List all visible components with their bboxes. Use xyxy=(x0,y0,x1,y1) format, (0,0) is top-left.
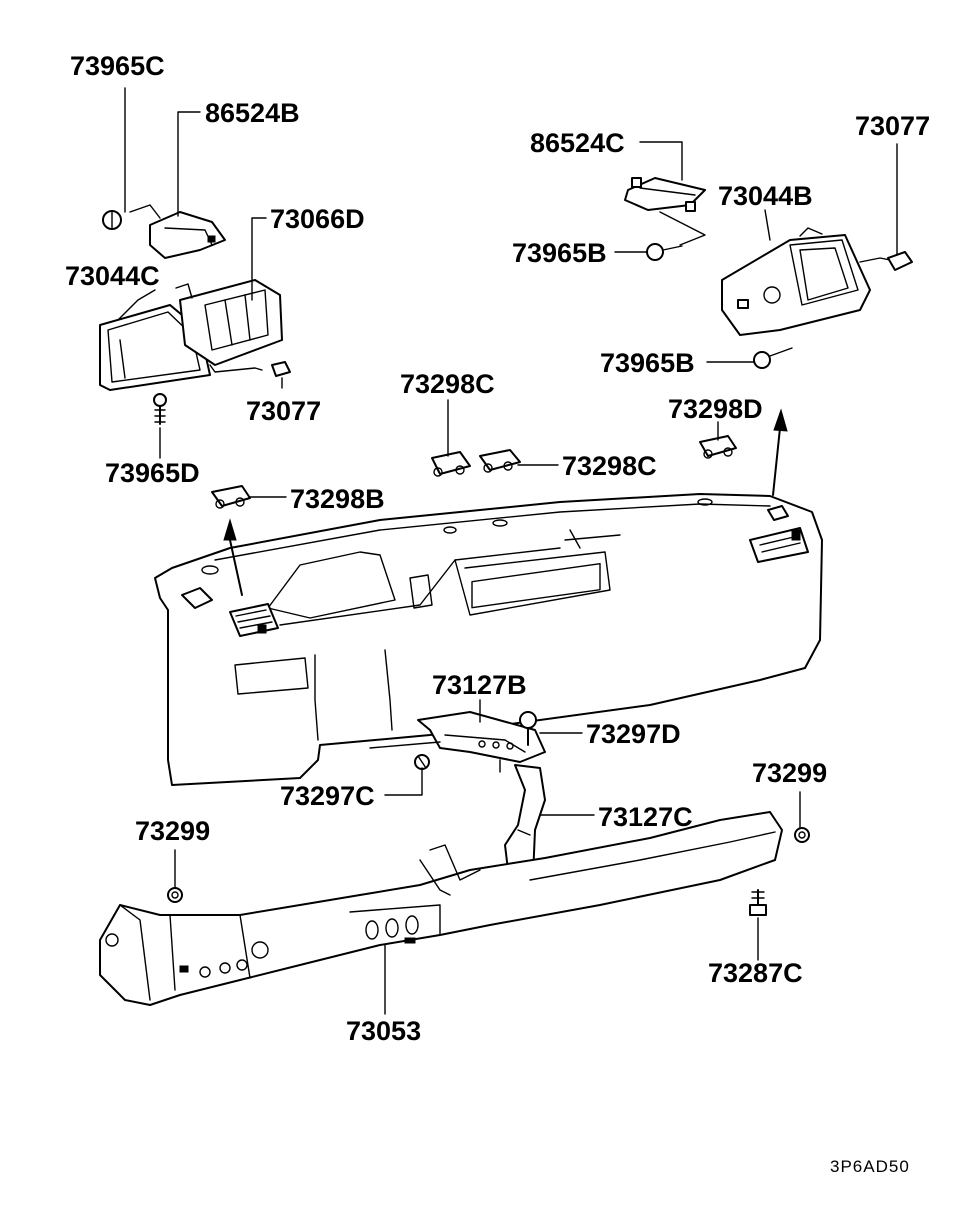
label-73298D: 73298D xyxy=(668,394,763,424)
nut-73299-right xyxy=(794,827,810,843)
label-73298B: 73298B xyxy=(290,484,385,514)
left-vent-73066D xyxy=(179,279,283,366)
screw-73297C xyxy=(414,754,430,770)
label-86524B: 86524B xyxy=(205,98,300,128)
label-73965C: 73965C xyxy=(70,51,165,81)
label-73066D: 73066D xyxy=(270,204,365,234)
label-73965D: 73965D xyxy=(105,458,200,488)
nut-73299-left xyxy=(167,887,183,903)
bolt-73287C xyxy=(749,889,767,916)
left-vent-assembly xyxy=(99,204,291,425)
bracket-73127B xyxy=(369,711,546,773)
right-clip-73077 xyxy=(887,251,913,271)
instrument-panel xyxy=(154,493,823,786)
clip-73298C-right xyxy=(479,449,521,473)
label-73965B-bottom: 73965B xyxy=(600,348,695,378)
label-73298C-top: 73298C xyxy=(400,369,495,399)
left-bracket-86524B xyxy=(149,211,226,259)
label-73077-right: 73077 xyxy=(855,111,930,141)
label-73965B-top: 73965B xyxy=(512,238,607,268)
label-73077-left: 73077 xyxy=(246,396,321,426)
right-side-vent xyxy=(749,527,809,563)
direction-arrows xyxy=(223,408,788,596)
label-73298C-right: 73298C xyxy=(562,451,657,481)
label-73299-right: 73299 xyxy=(752,758,827,788)
label-73299-left: 73299 xyxy=(135,816,210,846)
callout-labels: 73965C 86524B 73066D 73044C 73077 73965D… xyxy=(65,51,930,1046)
leader-lines xyxy=(117,87,898,1015)
label-73044B: 73044B xyxy=(718,181,813,211)
clip-73298C-top xyxy=(431,451,471,477)
diagram-code: 3P6AD50 xyxy=(830,1157,910,1176)
right-duct-73044B xyxy=(721,234,871,336)
label-73287C: 73287C xyxy=(708,958,803,988)
left-clip-73077 xyxy=(271,361,291,377)
label-86524C: 86524C xyxy=(530,128,625,158)
screw-73297D xyxy=(519,711,537,746)
label-73297C: 73297C xyxy=(280,781,375,811)
crossmember-73053 xyxy=(99,811,783,1006)
label-73127C: 73127C xyxy=(598,802,693,832)
label-73297D: 73297D xyxy=(586,719,681,749)
left-side-vent xyxy=(229,603,279,637)
label-73053: 73053 xyxy=(346,1016,421,1046)
label-73127B: 73127B xyxy=(432,670,527,700)
clip-73298B xyxy=(211,485,251,509)
panel-clip xyxy=(181,587,213,609)
label-73044C: 73044C xyxy=(65,261,160,291)
